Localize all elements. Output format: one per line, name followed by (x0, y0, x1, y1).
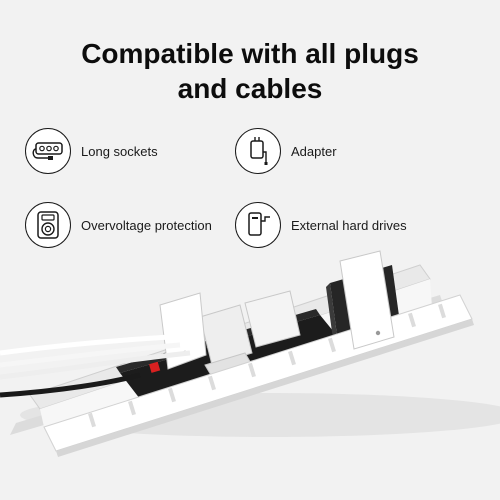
feature-external-hard-drives: External hard drives (235, 202, 407, 248)
adapter-plug-1 (199, 304, 253, 366)
tray-bottom-edge (56, 319, 474, 457)
surge-protector-icon (25, 202, 71, 248)
hard-drive-side (326, 283, 338, 347)
power-switch (149, 361, 161, 373)
feature-label: Adapter (291, 143, 337, 159)
adapter-icon (235, 128, 281, 174)
adapter-plug-2 (244, 290, 301, 348)
cable-tray-illustration (0, 250, 500, 457)
power-strip-icon (25, 128, 71, 174)
feature-label: Long sockets (81, 143, 158, 159)
headline-line-2: and cables (177, 73, 323, 104)
feature-adapter: Adapter (235, 128, 337, 174)
headline: Compatible with all plugs and cables (0, 36, 500, 106)
cable-white-3 (0, 350, 191, 380)
clamp-screw-2 (375, 330, 381, 336)
feature-long-sockets: Long sockets (25, 128, 158, 174)
feature-overvoltage-protection: Overvoltage protection (25, 202, 212, 248)
cable-white-1 (0, 334, 171, 356)
feature-label: External hard drives (291, 217, 407, 233)
cable-black (0, 372, 141, 398)
headline-line-1: Compatible with all plugs (81, 38, 419, 69)
hard-drive-icon (235, 202, 281, 248)
clamp-right (339, 250, 395, 350)
feature-label: Overvoltage protection (81, 217, 212, 233)
cable-white-2 (0, 342, 181, 368)
